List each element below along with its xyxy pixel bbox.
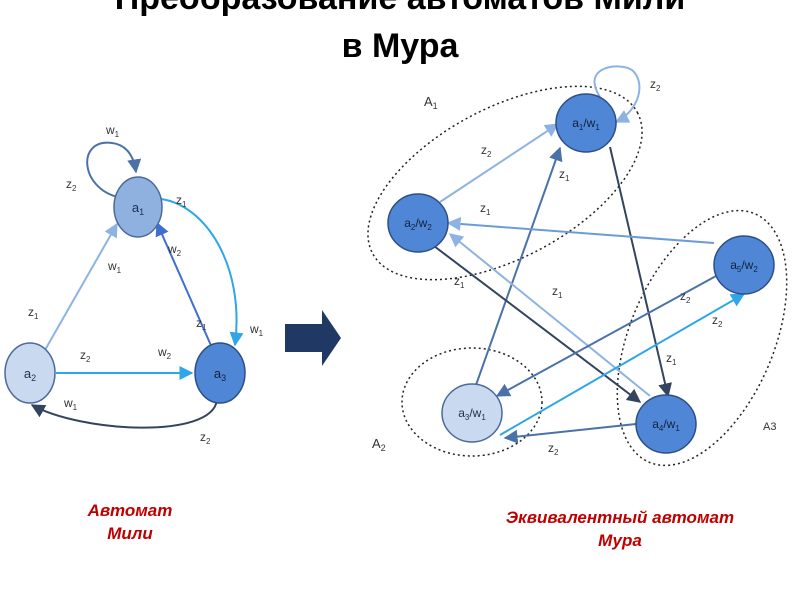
caption-moore: Эквивалентный автомат Мура <box>470 506 770 552</box>
transform-arrow-icon <box>285 310 341 366</box>
moore-edge-b5-b3 <box>495 275 717 397</box>
moore-state-a5-w2: a5/w2 <box>713 235 775 295</box>
moore-edge-b4-b2 <box>448 233 651 397</box>
moore-state-a4-w1: a4/w1 <box>635 394 697 454</box>
moore-group-A3 <box>616 209 788 467</box>
moore-label-z1-b4b2: z1 <box>552 284 563 300</box>
caption-mealy: Автомат Мили <box>60 499 200 545</box>
moore-label-z1-b2b4: z1 <box>454 274 465 290</box>
svg-text:a2: a2 <box>24 366 36 383</box>
svg-text:a1/w1: a1/w1 <box>572 116 600 132</box>
mealy-state-a3: a3 <box>194 342 246 404</box>
svg-text:a3/w1: a3/w1 <box>458 406 486 422</box>
caption-mealy-line-2: Мили <box>107 524 153 543</box>
mealy-edge-a1-a3 <box>160 198 244 347</box>
moore-group-label-A2: A2 <box>372 436 386 453</box>
moore-group-A2 <box>401 347 543 457</box>
mealy-label-w2-a2a3: w2 <box>157 345 172 361</box>
moore-edge-b2-b1 <box>439 123 560 203</box>
moore-label-z2-loop: z2 <box>650 77 661 93</box>
moore-label-z1-b1b4: z1 <box>666 351 677 367</box>
moore-edge-b1-loop <box>593 65 641 123</box>
mealy-edge-a3-a2 <box>30 399 218 429</box>
mealy-label-z2-loop: z2 <box>66 177 77 193</box>
page-title-line-2: в Мура <box>341 27 459 65</box>
mealy-label-w1-a2a1: w1 <box>107 259 122 275</box>
moore-state-a2-w2: a2/w2 <box>387 193 449 253</box>
moore-group-label-A1: A1 <box>424 94 438 111</box>
moore-edge-b4-b3 <box>503 423 637 444</box>
moore-group-label-A3: A3 <box>763 421 776 433</box>
moore-edge-b1-b4 <box>609 146 672 398</box>
moore-edge-b2-b4 <box>433 245 642 403</box>
mealy-label-z2-a3a2: z2 <box>200 430 211 446</box>
mealy-state-a2: a2 <box>4 342 56 404</box>
moore-label-z1-b3b1: z1 <box>559 167 570 183</box>
mealy-label-w2-a3a1: w2 <box>167 242 182 258</box>
mealy-edge-a1-loop <box>86 141 142 199</box>
moore-label-z2-b5b3: z2 <box>680 289 691 305</box>
page-title-line-1: Преобразование автоматов Мили <box>0 0 800 18</box>
moore-state-a1-w1: a1/w1 <box>555 93 617 153</box>
mealy-label-z2-a2a3: z2 <box>80 348 91 364</box>
moore-state-a3-w1: a3/w1 <box>441 383 503 443</box>
mealy-edge-a2-a1 <box>44 222 118 351</box>
caption-moore-line-2: Мура <box>598 531 642 550</box>
mealy-label-w1-loop: w1 <box>105 123 120 139</box>
mealy-label-z1-a3a1: z1 <box>196 316 207 332</box>
mealy-edge-a3-a1 <box>155 221 214 351</box>
moore-edge-b3-b1 <box>475 146 563 386</box>
mealy-label-w1-a3a2: w1 <box>63 396 78 412</box>
svg-text:a5/w2: a5/w2 <box>730 258 758 274</box>
caption-mealy-line-1: Автомат <box>87 501 173 520</box>
moore-label-z2-b4b3: z2 <box>548 441 559 457</box>
moore-edge-b5-b2 <box>446 216 715 244</box>
svg-text:a4/w1: a4/w1 <box>652 417 680 433</box>
moore-edge-b3-b5 <box>499 293 746 436</box>
svg-text:a2/w2: a2/w2 <box>404 216 432 232</box>
mealy-label-z1-a1a3: z1 <box>176 193 187 209</box>
caption-moore-line-1: Эквивалентный автомат <box>505 508 735 527</box>
mealy-state-a1: a1 <box>113 176 163 238</box>
moore-group-A1 <box>367 85 643 281</box>
svg-text:a3: a3 <box>214 366 226 383</box>
svg-text:a1: a1 <box>132 200 144 217</box>
mealy-label-w1-a1a3: w1 <box>249 322 264 338</box>
mealy-label-z1-a2a1: z1 <box>28 305 39 321</box>
moore-label-z2-b2b1: z2 <box>481 143 492 159</box>
moore-label-z2-b3b5: z2 <box>712 313 723 329</box>
moore-label-z1-b5b2: z1 <box>480 201 491 217</box>
